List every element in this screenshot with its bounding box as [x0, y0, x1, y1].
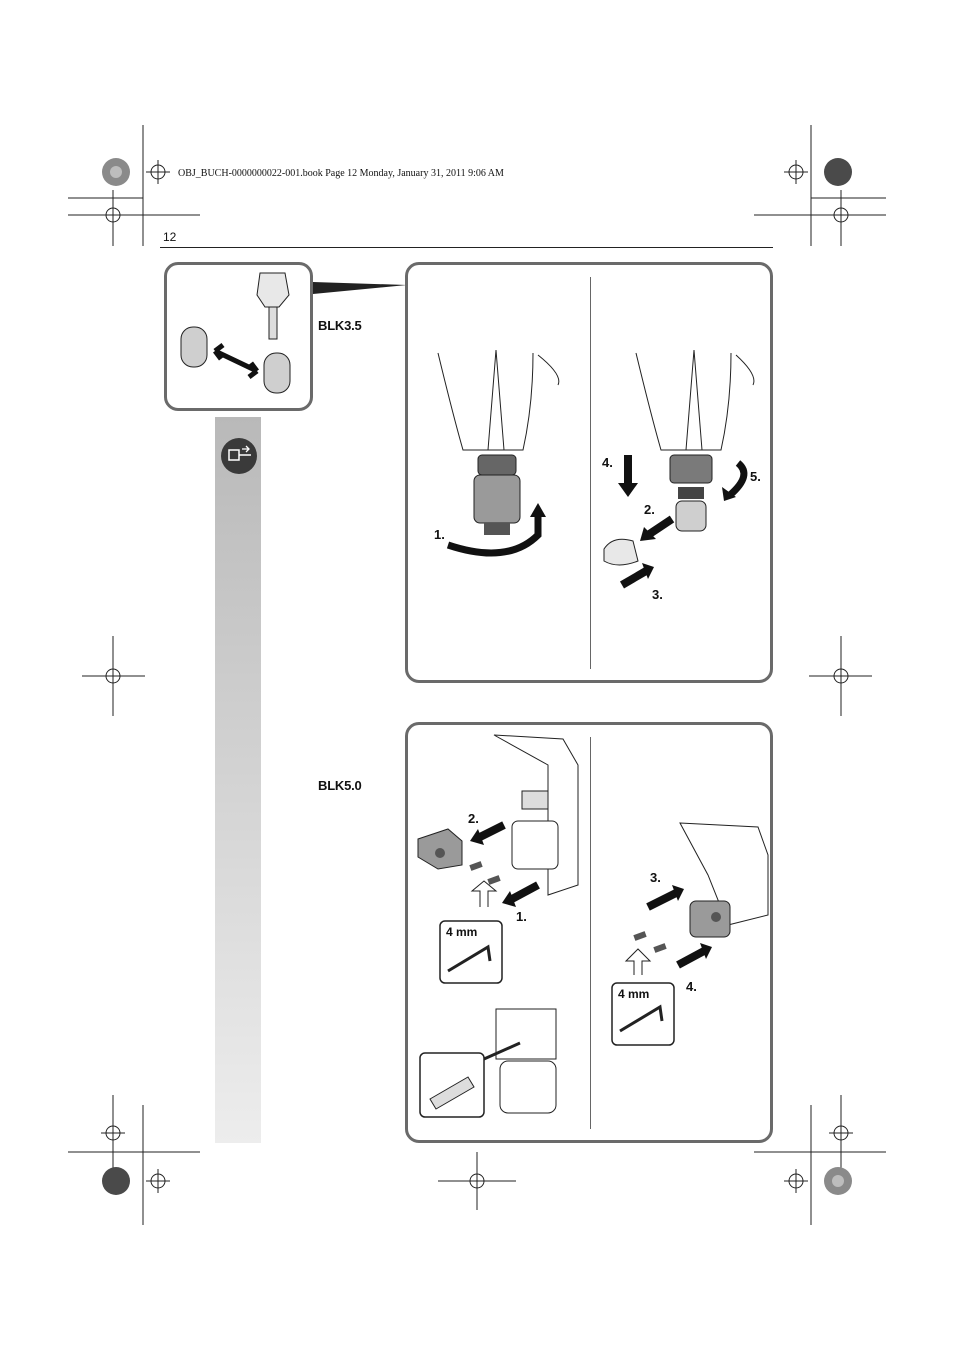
step-label: 1.: [516, 909, 527, 924]
hex-key-icon: [619, 1004, 664, 1033]
panel-divider: [590, 277, 591, 669]
step-label: 2.: [468, 811, 479, 826]
panel-divider: [590, 737, 591, 1129]
step-label: 3.: [652, 587, 663, 602]
page-number: 12: [163, 230, 177, 244]
top-illustrations: [437, 349, 755, 589]
inset-pointer: [313, 282, 407, 294]
file-header-line: OBJ_BUCH-0000000022-001.book Page 12 Mon…: [178, 168, 504, 179]
hex-key-size-label: 4 mm: [446, 925, 478, 939]
model-label-bottom: BLK5.0: [318, 778, 362, 793]
step-label: 1.: [434, 527, 445, 542]
top-instruction-panel: 1. 4. 5. 2. 3.: [405, 262, 773, 683]
step-label: 5.: [750, 469, 761, 484]
bottom-instruction-panel: 2. 1. 3. 4. 4 mm 4 mm: [405, 722, 773, 1143]
arrow-icon: [470, 821, 712, 969]
side-strip: [215, 417, 261, 1143]
step-label: 4.: [602, 455, 613, 470]
step-label: 3.: [650, 870, 661, 885]
hex-key-size-label: 4 mm: [618, 987, 650, 1001]
bottom-illustrations: [417, 734, 769, 1118]
step-label: 2.: [644, 502, 655, 517]
step-label: 4.: [686, 979, 697, 994]
unplug-icon: [221, 438, 257, 474]
model-label-top: BLK3.5: [318, 318, 362, 333]
tip-inset-panel: [164, 262, 313, 411]
arrow-icon: [213, 343, 259, 379]
header-rule: [160, 247, 773, 248]
color-target-icon: [102, 158, 852, 1195]
hex-key-icon: [447, 944, 492, 973]
arrow-icon: [618, 455, 748, 589]
